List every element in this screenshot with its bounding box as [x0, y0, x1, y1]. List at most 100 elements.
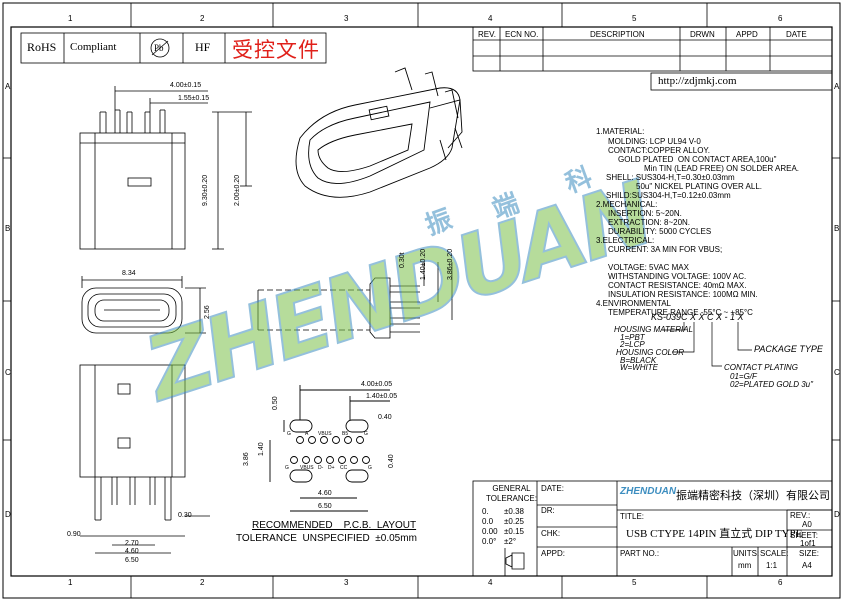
mating-face-view [81, 276, 206, 334]
zone-row-c-left: C [5, 368, 11, 377]
rohs-label: RoHS [27, 40, 57, 54]
note-material-4: Min TIN (LEAD FREE) ON SOLDER AREA. [644, 164, 799, 173]
rev-header-appd: APPD [736, 30, 758, 39]
pb-symbol: Pb [154, 43, 164, 53]
scale-label: SCALE: [760, 549, 789, 558]
inner-border [10, 26, 833, 577]
isometric-view [295, 67, 463, 198]
tol-row-4-key: 0.0° [482, 537, 497, 546]
dim-s-140: 1.40±0.20 [420, 248, 427, 280]
hf-label: HF [195, 40, 211, 54]
zone-col-4-bottom: 4 [488, 578, 493, 587]
rev-header-rev: REV. [478, 30, 496, 39]
housing-material-label: HOUSING MATERIAL [614, 325, 693, 334]
dim-p-386: 3.86 [243, 452, 250, 466]
zone-row-c-right: C [834, 368, 840, 377]
tol-row-3-val: ±0.15 [504, 527, 524, 536]
zone-col-1-bottom: 1 [68, 578, 73, 587]
pcb-layout-title: RECOMMENDED P.C.B. LAYOUT [252, 520, 417, 531]
title-block-grid [472, 480, 833, 577]
pad-label-bottom-3: D- [318, 465, 324, 471]
pad-label-bottom-6: G [368, 465, 372, 471]
dim-top-155: 1.55±0.15 [178, 95, 210, 102]
pad-label-top-3: VBUS [318, 431, 332, 437]
note-material-6: 50u" NICKEL PLATING OVER ALL. [636, 182, 763, 191]
dim-f-650: 6.50 [125, 557, 139, 564]
pad-label-top-5: G [364, 431, 368, 437]
pad-label-bottom-4: D+ [328, 465, 335, 471]
zone-row-b-left: B [5, 224, 11, 233]
note-mechanical-3: DURABILITY: 5000 CYCLES [608, 227, 712, 236]
general-tolerance-label: GENERAL TOLERANCE: [486, 484, 537, 503]
note-mechanical-title: 2.MECHANICAL: [596, 200, 658, 209]
units-label: UNITS: [733, 549, 760, 558]
tol-row-2-key: 0.0 [482, 517, 494, 526]
tol-row-1-key: 0. [482, 507, 489, 516]
zone-col-3-bottom: 3 [344, 578, 349, 587]
zone-row-d-right: D [834, 510, 840, 519]
dim-v-200: 2.00±0.20 [234, 174, 241, 206]
pcb-layout [269, 385, 390, 512]
note-electrical-5: CONTACT RESISTANCE: 40mΩ MAX. [608, 281, 747, 290]
pad-label-top-1: G [287, 431, 291, 437]
note-material-3: GOLD PLATED ON CONTACT AREA,100u" [618, 155, 777, 164]
housing-color-b: B=BLACK [620, 356, 657, 365]
size-label: SIZE: [799, 549, 820, 558]
housing-color-w: W=WHITE [620, 363, 658, 372]
zone-row-b-right: B [834, 224, 840, 233]
pad-label-bottom-1: G [285, 465, 289, 471]
rev-label: REV.: [790, 511, 811, 520]
dim-f-270: 2.70 [125, 540, 139, 547]
sheet-label: SHEET: [790, 531, 819, 540]
housing-material-1: 1=PBT [620, 333, 645, 342]
units-value: mm [738, 561, 752, 570]
rev-header-date: DATE [786, 30, 807, 39]
pcb-layout-tolerance: TOLERANCE UNSPECIFIED ±0.05mm [236, 533, 417, 544]
tol-row-2-val: ±0.25 [504, 517, 524, 526]
rev-header-ecn: ECN NO. [505, 30, 539, 39]
zone-col-6-top: 6 [778, 14, 783, 23]
company-logo: ZHENDUAN [620, 486, 677, 497]
dim-f-090: 0.90 [67, 531, 81, 538]
pin-side-view [257, 262, 453, 339]
note-material-title: 1.MATERIAL: [596, 127, 645, 136]
pad-label-bottom-2: VBUS [300, 465, 314, 471]
rev-header-description: DESCRIPTION [590, 30, 645, 39]
note-environmental-1: TEMPERATURE RANGE -55°C ~ +85°C [608, 308, 753, 317]
compliance-boxes [20, 32, 327, 64]
note-electrical-6: INSULATION RESISTANCE: 100MΩ MIN. [608, 290, 758, 299]
zone-col-2-top: 2 [200, 14, 205, 23]
scale-value: 1:1 [766, 561, 778, 570]
zone-col-1-top: 1 [68, 14, 73, 23]
note-material-5: SHELL: SUS304-H,T=0.30±0.03mm [606, 173, 735, 182]
revision-table-grid [472, 26, 833, 72]
website-link[interactable]: http://zdjmkj.com [658, 75, 737, 87]
dim-p-400: 4.00±0.05 [361, 381, 393, 388]
zone-col-3-top: 3 [344, 14, 349, 23]
contact-plating-02: 02=PLATED GOLD 3u" [730, 380, 813, 389]
dim-p-040a: 0.40 [378, 414, 392, 421]
zone-col-2-bottom: 2 [200, 578, 205, 587]
controlled-doc-stamp: 受控文件 [232, 39, 320, 62]
zone-row-a-right: A [834, 82, 840, 91]
rev-header-drwn: DRWN [690, 30, 715, 39]
note-electrical-title: 3.ELECTRICAL: [596, 236, 655, 245]
pad-label-bottom-5: CC [340, 465, 348, 471]
note-material-1: MOLDING: LCP UL94 V-0 [608, 137, 701, 146]
note-mechanical-2: EXTRACTION: 8~20N. [608, 218, 691, 227]
note-mechanical-1: INSERTION: 5~20N. [608, 209, 682, 218]
note-electrical-3: VOLTAGE: 5VAC MAX [608, 263, 689, 272]
dim-f-030: 0.30 [178, 512, 192, 519]
compliant-label: Compliant [70, 41, 117, 53]
zone-col-6-bottom: 6 [778, 578, 783, 587]
note-electrical-1: CURRENT: 3A MIN FOR VBUS; [608, 245, 723, 254]
housing-color-label: HOUSING COLOR [616, 348, 685, 357]
appd-label: APPD: [541, 549, 566, 558]
zone-col-4-top: 4 [488, 14, 493, 23]
zone-col-5-bottom: 5 [632, 578, 637, 587]
dim-p-140: 1.40±0.05 [366, 393, 398, 400]
dim-p-050: 0.50 [272, 396, 279, 410]
zone-ticks [3, 3, 840, 598]
rev-value: A0 [802, 520, 812, 529]
